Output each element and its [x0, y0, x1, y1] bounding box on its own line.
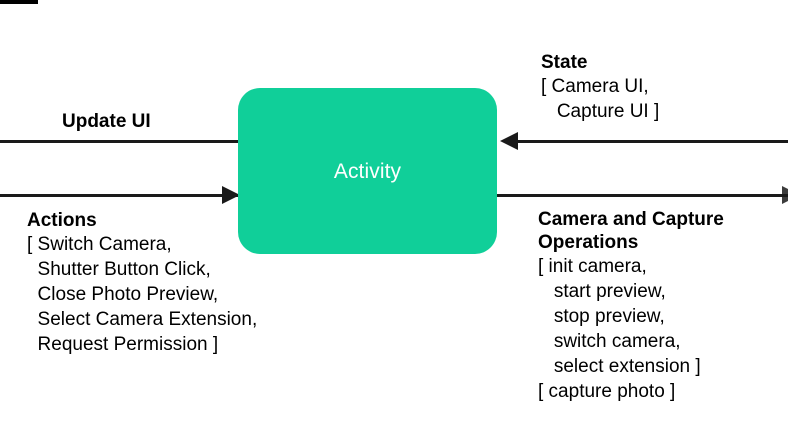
- block-actions-title: Actions: [27, 210, 97, 231]
- block-camera-operations: Camera and Capture Operations [ init cam…: [538, 208, 724, 404]
- edge-line-update-ui: [0, 140, 246, 143]
- block-state-line: Capture UI ]: [541, 101, 660, 122]
- edge-label-update-ui-text: Update UI: [62, 111, 151, 132]
- activity-node-label: Activity: [333, 159, 402, 183]
- edge-line-state: [508, 140, 788, 143]
- block-actions-line: Close Photo Preview,: [27, 284, 219, 305]
- block-state-line: [ Camera UI,: [541, 76, 649, 97]
- arrowhead-left-icon-state: [500, 132, 518, 150]
- block-camera-operations-line: switch camera,: [538, 331, 681, 352]
- block-camera-operations-line: [ init camera,: [538, 256, 647, 277]
- arrowhead-right-icon-camera-operations: [782, 186, 788, 204]
- block-actions-line: [ Switch Camera,: [27, 234, 172, 255]
- edge-line-actions: [0, 194, 240, 197]
- block-state: State [ Camera UI, Capture UI ]: [541, 51, 659, 124]
- block-camera-operations-title-line-1: Camera and Capture: [538, 209, 724, 230]
- activity-node[interactable]: Activity: [238, 88, 497, 254]
- block-camera-operations-line: stop preview,: [538, 306, 665, 327]
- block-actions: Actions [ Switch Camera, Shutter Button …: [27, 209, 257, 357]
- block-camera-operations-title-line-2: Operations: [538, 232, 639, 253]
- block-actions-line: Shutter Button Click,: [27, 259, 211, 280]
- edge-line-camera-operations: [497, 194, 788, 197]
- crop-marker: [0, 0, 38, 4]
- block-actions-line: Request Permission ]: [27, 334, 219, 355]
- block-state-title: State: [541, 52, 588, 73]
- block-camera-operations-line: start preview,: [538, 281, 666, 302]
- block-actions-line: Select Camera Extension,: [27, 309, 258, 330]
- block-camera-operations-line: [ capture photo ]: [538, 381, 676, 402]
- edge-label-update-ui: Update UI: [62, 110, 151, 133]
- arrowhead-right-icon-actions: [222, 186, 240, 204]
- block-camera-operations-line: select extension ]: [538, 356, 701, 377]
